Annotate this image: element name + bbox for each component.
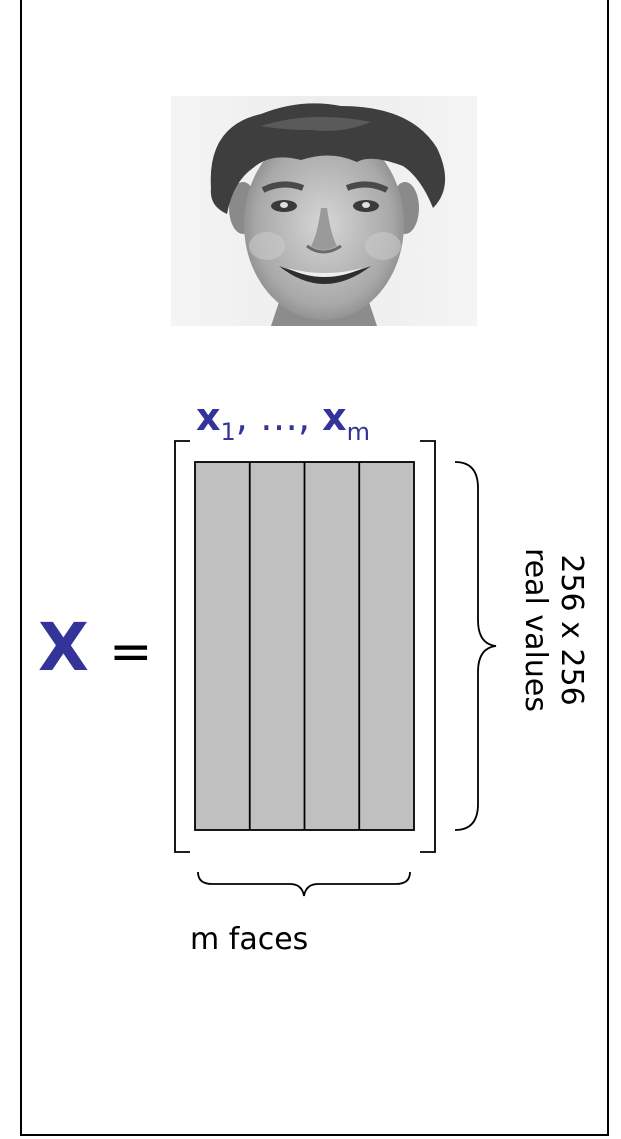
last-vector-label: x [322, 395, 347, 439]
vector-labels: x1, …, xm [196, 392, 370, 446]
first-vector-label: x [196, 395, 221, 439]
matrix-columns [194, 461, 415, 831]
left-bracket [174, 440, 190, 853]
right-bracket [420, 440, 436, 853]
first-vector-subscript: 1 [220, 418, 236, 446]
count-label: m faces [190, 922, 309, 957]
slide-frame [20, 0, 609, 1136]
vector-separator: , …, [235, 395, 323, 439]
last-vector-subscript: m [346, 418, 371, 446]
matrix-symbol: X [38, 609, 89, 686]
bottom-brace [197, 871, 411, 897]
right-brace [454, 461, 497, 831]
face-photo [171, 96, 477, 326]
equals-sign: = [109, 622, 153, 682]
